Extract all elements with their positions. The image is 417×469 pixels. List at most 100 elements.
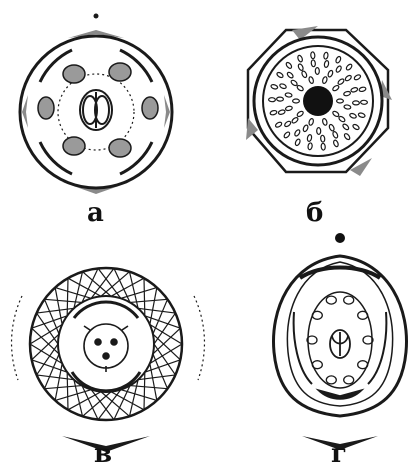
stamen-oval-b	[350, 87, 358, 93]
stamen-oval-b	[345, 63, 353, 71]
ovary-a	[80, 90, 112, 130]
stamen-oval-b	[321, 143, 326, 150]
stamen-4-a	[142, 97, 158, 119]
stamen-g	[358, 311, 368, 319]
stamen-oval-b	[294, 138, 301, 146]
stamen-oval-b	[293, 99, 300, 103]
stamen-oval-b	[294, 129, 301, 137]
stamen-oval-b	[332, 131, 339, 139]
lattice-line-v	[37, 375, 74, 380]
stamen-g	[312, 311, 322, 319]
stamen-oval-b	[335, 56, 342, 64]
ovary-v	[84, 324, 128, 372]
stamen-oval-b	[328, 124, 335, 132]
stamen-oval-b	[315, 68, 319, 75]
inner-ring-v	[58, 296, 154, 392]
side-arc-right-v	[194, 296, 204, 380]
stamen-oval-b	[344, 74, 352, 81]
diagram-g	[274, 233, 407, 450]
stamen-oval-b	[297, 55, 303, 63]
stamen-g	[358, 361, 368, 369]
stamen-oval-b	[296, 84, 304, 91]
lattice-line-v	[144, 372, 145, 410]
stamen-g	[312, 361, 322, 369]
diagram-b	[246, 26, 392, 176]
stamen-oval-b	[275, 121, 283, 128]
petal-arc-1-v	[74, 302, 138, 318]
stamen-6-a	[109, 139, 131, 157]
stamen-oval-b	[343, 133, 350, 141]
stamen-oval-b	[317, 128, 321, 135]
lattice-line-v	[67, 372, 68, 410]
stamen-oval-b	[296, 110, 304, 117]
stamen-g	[326, 376, 336, 384]
stamen-oval-b	[337, 99, 344, 103]
lattice-line-v	[91, 390, 114, 420]
stamen-oval-b	[308, 76, 314, 84]
stamen-oval-b	[322, 118, 328, 126]
lattice-line-v	[153, 354, 168, 389]
lattice-line-v	[138, 308, 175, 313]
lattice-line-v	[68, 392, 101, 410]
stamen-oval-b	[290, 79, 298, 86]
stamen-oval-b	[335, 65, 342, 73]
lattice-line-v	[121, 288, 157, 299]
lattice-line-v	[138, 375, 175, 380]
sepal-left-a	[22, 95, 28, 128]
lateral-petal-left-g	[294, 312, 312, 384]
stamen-oval-b	[286, 71, 294, 79]
stamen-oval-b	[337, 78, 345, 85]
stamen-oval-b	[349, 113, 357, 119]
stamen-oval-b	[285, 92, 292, 97]
lattice-line-v	[55, 288, 91, 299]
stamen-oval-b	[332, 84, 340, 91]
stamen-oval-b	[320, 135, 325, 142]
stamen-oval-b	[343, 91, 351, 97]
stamen-oval-b	[291, 117, 299, 124]
stamen-oval-b	[338, 115, 346, 122]
label-v: в	[94, 441, 112, 467]
stamen-oval-b	[361, 100, 368, 104]
stamen-oval-b	[297, 63, 304, 71]
stamen-oval-b	[283, 131, 291, 139]
lattice-line-v	[91, 268, 114, 298]
stamen-oval-b	[308, 118, 314, 126]
lattice-line-v	[121, 390, 157, 401]
axis-dot-g	[335, 233, 345, 243]
stamen-g	[344, 376, 354, 384]
stamen-oval-b	[353, 101, 360, 105]
petal-arc-2-v	[72, 372, 140, 391]
stamen-oval-b	[342, 123, 350, 131]
stamen-oval-b	[301, 70, 308, 78]
stamen-oval-b	[285, 106, 293, 112]
sepal-right-a	[164, 95, 170, 128]
lattice-line-v	[98, 268, 121, 298]
stamen-oval-b	[278, 109, 286, 115]
stamen-oval-b	[327, 70, 333, 78]
lattice-line-v	[45, 354, 60, 389]
lattice-line-v	[67, 278, 68, 316]
stamen-oval-b	[322, 76, 328, 84]
stamen-oval-b	[270, 110, 278, 116]
lattice-line-v	[144, 278, 145, 316]
outer-ring-v	[30, 268, 182, 420]
stamen-1-a	[63, 65, 85, 83]
stamen-oval-b	[332, 110, 340, 117]
stamen-oval-b	[308, 143, 313, 150]
lattice-line-v	[153, 299, 168, 334]
lattice-line-v	[45, 299, 60, 334]
stamen-oval-b	[323, 52, 328, 59]
label-a: а	[87, 200, 104, 226]
lateral-petal-right-g	[368, 312, 386, 384]
center-b	[303, 86, 333, 116]
stamen-oval-b	[359, 87, 367, 93]
diagram-a	[20, 14, 172, 195]
stamen-oval-b	[270, 84, 278, 90]
stamen-oval-b	[352, 123, 360, 130]
stamen-oval-b	[358, 112, 366, 118]
stamen-3-a	[38, 97, 54, 119]
stamen-g	[344, 296, 354, 304]
wedge-4-b	[350, 158, 372, 176]
stamen-oval-b	[285, 62, 292, 70]
